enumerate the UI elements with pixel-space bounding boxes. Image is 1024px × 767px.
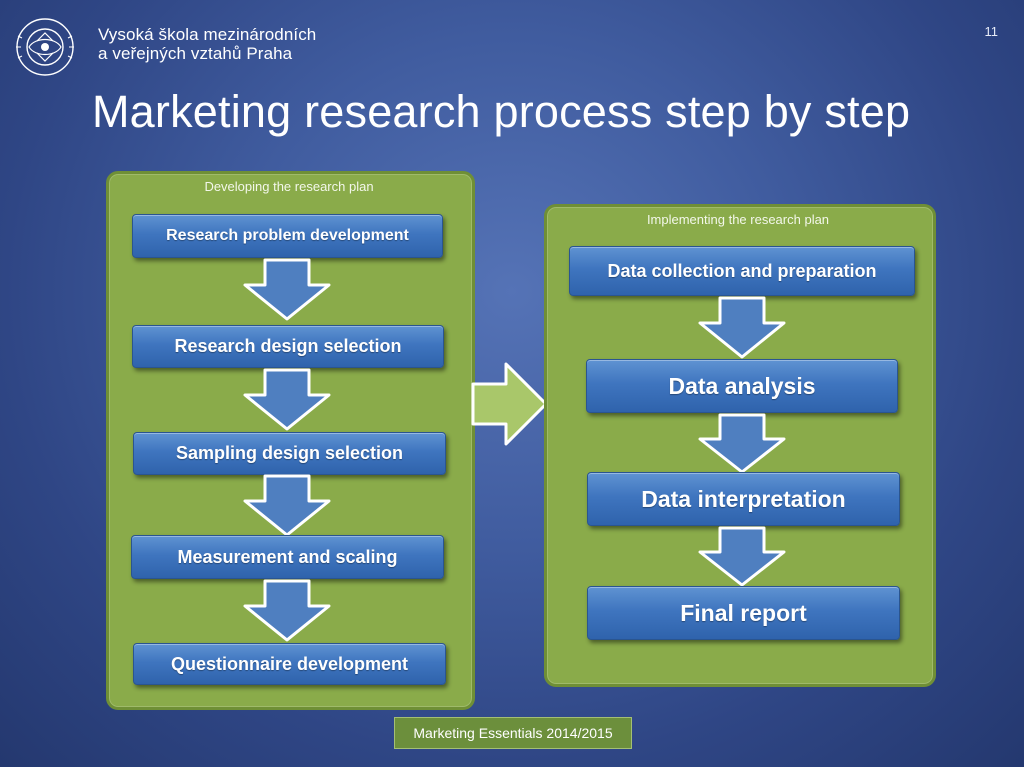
step-questionnaire-development: Questionnaire development (133, 643, 446, 685)
down-arrow-icon (698, 526, 786, 587)
down-arrow-icon (243, 579, 331, 642)
school-name: Vysoká škola mezinárodních a veřejných v… (98, 25, 316, 63)
right-arrow-icon (471, 362, 548, 446)
step-research-problem-development: Research problem development (132, 214, 443, 258)
school-name-line-1: Vysoká škola mezinárodních (98, 25, 317, 44)
step-final-report: Final report (587, 586, 900, 640)
down-arrow-icon (698, 296, 786, 359)
step-sampling-design-selection: Sampling design selection (133, 432, 446, 475)
down-arrow-icon (698, 413, 786, 474)
step-data-interpretation: Data interpretation (587, 472, 900, 526)
school-name-line-2: a veřejných vztahů Praha (98, 44, 293, 63)
down-arrow-icon (243, 258, 331, 321)
slide-title: Marketing research process step by step (92, 86, 911, 137)
right-panel-title: Implementing the research plan (646, 212, 830, 227)
step-data-analysis: Data analysis (586, 359, 898, 413)
step-research-design-selection: Research design selection (132, 325, 444, 368)
down-arrow-icon (243, 474, 331, 537)
step-data-collection-and-preparation: Data collection and preparation (569, 246, 915, 296)
page-number: 11 (984, 24, 999, 39)
university-seal-logo (16, 18, 74, 76)
footer-course-label: Marketing Essentials 2014/2015 (394, 717, 632, 749)
left-panel-title: Developing the research plan (204, 179, 374, 194)
step-measurement-and-scaling: Measurement and scaling (131, 535, 444, 579)
down-arrow-icon (243, 368, 331, 431)
